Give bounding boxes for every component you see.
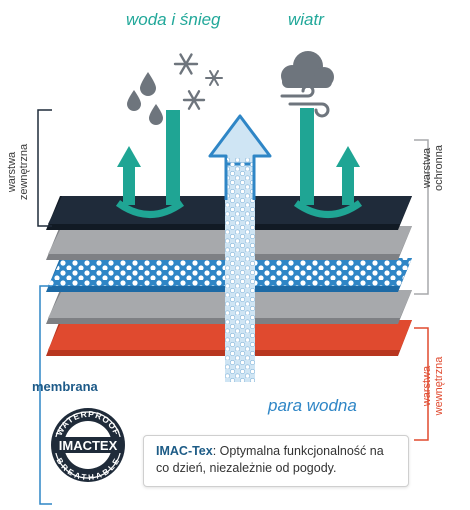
imactex-badge: WATERPROOF BREATHABLE IMACTEX <box>51 408 125 482</box>
info-text: : Optymalna funkcjonalność na co dzień, … <box>156 444 384 475</box>
wind-label: wiatr <box>288 10 324 29</box>
vapor-arrow <box>208 114 272 382</box>
outer-bracket <box>37 109 52 227</box>
membrane-bracket <box>39 285 52 505</box>
badge-brand: IMACTEX <box>59 438 118 453</box>
info-brand: IMAC-Tex <box>156 444 213 458</box>
water-snow-label: woda i śnieg <box>126 10 221 29</box>
inner-bracket <box>414 327 429 441</box>
vapor-label: para wodna <box>268 396 357 415</box>
membrane-label: membrana <box>32 379 98 394</box>
snowflake-icon <box>173 53 223 110</box>
info-box: IMAC-Tex: Optymalna funkcjonalność na co… <box>143 435 409 487</box>
cloud-icon <box>281 51 334 88</box>
rain-drops-icon <box>127 72 163 125</box>
water-arrows <box>117 108 360 205</box>
wind-icon <box>280 84 330 118</box>
protective-bracket <box>414 139 429 295</box>
